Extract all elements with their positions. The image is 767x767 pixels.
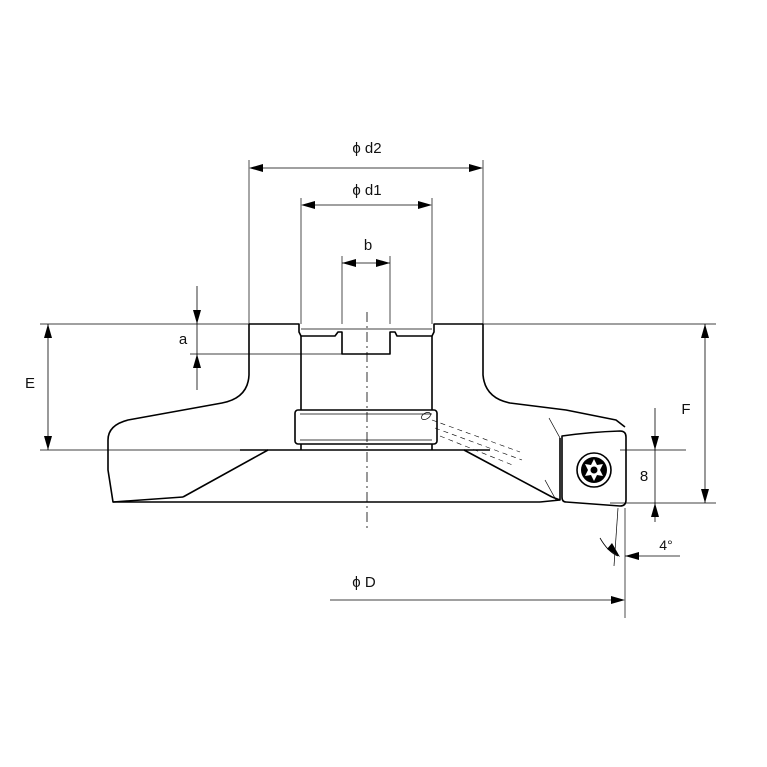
cutting-insert <box>561 430 627 507</box>
dimension-E: E <box>25 324 52 450</box>
torx-screw-icon <box>576 452 612 488</box>
label-angle: 4° <box>659 537 672 553</box>
label-b: b <box>364 237 372 254</box>
label-E: E <box>25 375 35 392</box>
dimension-phi-D: ϕ D <box>330 574 625 604</box>
label-phi-d2: ϕ d2 <box>352 140 381 157</box>
dimension-a: a <box>179 286 201 390</box>
dimension-angle: 4° <box>599 537 680 560</box>
cutter-body <box>107 323 626 503</box>
dimension-8: 8 <box>640 408 659 522</box>
extension-lines <box>40 160 716 618</box>
label-phi-D: ϕ D <box>352 574 376 591</box>
label-F: F <box>681 401 690 418</box>
label-a: a <box>179 331 188 348</box>
dimension-phi-d1: ϕ d1 <box>301 182 432 209</box>
dimension-phi-d2: ϕ d2 <box>249 140 483 172</box>
dimension-b: b <box>342 237 390 267</box>
dimension-F: F <box>681 324 709 503</box>
label-8: 8 <box>640 468 648 485</box>
label-phi-d1: ϕ d1 <box>352 182 381 199</box>
